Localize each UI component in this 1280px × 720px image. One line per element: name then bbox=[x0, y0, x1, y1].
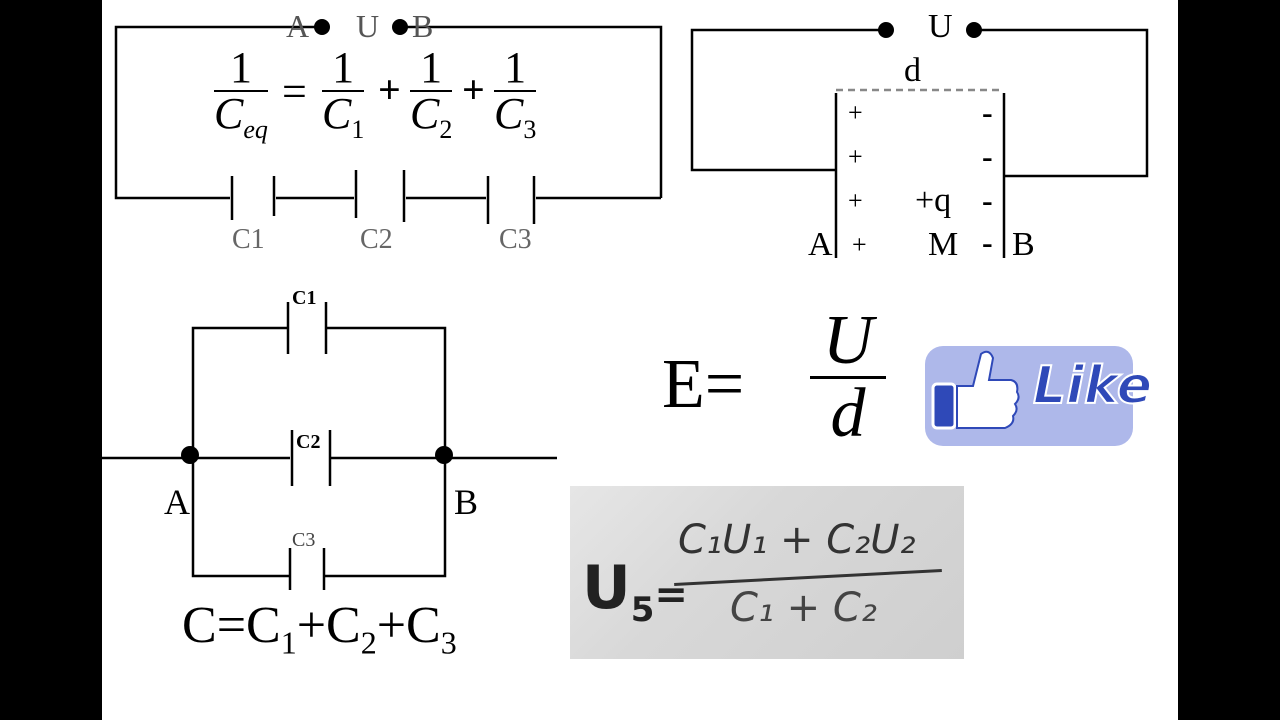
fraction-bar bbox=[322, 90, 365, 92]
field-formula-den: d bbox=[830, 375, 866, 452]
field-formula-num: U bbox=[822, 302, 874, 379]
plate-minus-3: - bbox=[982, 182, 993, 218]
formula-term-2-den: C bbox=[410, 89, 440, 138]
formula-eq-denominator: C bbox=[214, 89, 244, 138]
handwritten-equals: = bbox=[654, 572, 688, 618]
plate-terminal-a: A bbox=[808, 226, 833, 263]
series-circuit-wires bbox=[114, 25, 663, 224]
terminal-dot-a bbox=[314, 19, 330, 35]
parallel-terminal-b: B bbox=[454, 482, 479, 522]
parallel-cap-label-2: C2 bbox=[296, 431, 321, 453]
handwritten-formula-photo: U5= C₁U₁ + C₂U₂ C₁ + C₂ bbox=[570, 486, 964, 659]
fraction-bar bbox=[214, 90, 268, 92]
handwritten-denominator: C₁ + C₂ bbox=[730, 585, 877, 631]
series-cap-label-2: C2 bbox=[360, 224, 393, 255]
fraction-bar bbox=[494, 90, 537, 92]
plate-terminal-dot-right bbox=[966, 22, 982, 38]
formula-eq-subscript: eq bbox=[243, 114, 268, 144]
series-terminal-b: B bbox=[412, 8, 434, 44]
formula-term-2: 1 C2 bbox=[410, 43, 453, 144]
formula-plus: + bbox=[296, 597, 327, 654]
series-terminal-u: U bbox=[356, 8, 380, 44]
formula-plus-2: + bbox=[462, 67, 485, 112]
parallel-cap-label-1: C1 bbox=[292, 287, 317, 309]
parallel-circuit-wires bbox=[102, 302, 557, 590]
plate-plus-4: + bbox=[852, 230, 867, 259]
fraction-bar bbox=[810, 376, 886, 379]
formula-plus: + bbox=[376, 597, 407, 654]
parallel-formula: C=C1+C2+C3 bbox=[182, 597, 457, 661]
formula-c: C bbox=[326, 597, 361, 654]
plate-plus-3: + bbox=[848, 186, 863, 215]
plate-terminal-dot-left bbox=[878, 22, 894, 38]
formula-term-1-den: C bbox=[322, 89, 352, 138]
plate-plus-1: + bbox=[848, 98, 863, 127]
field-formula-fraction: U d bbox=[810, 306, 886, 449]
formula-term-2-num: 1 bbox=[420, 43, 443, 92]
plate-voltage-label: U bbox=[928, 8, 953, 45]
fraction-bar bbox=[410, 90, 453, 92]
parallel-cap-label-3: C3 bbox=[292, 529, 316, 551]
slide: A U B C1 C2 C3 1 Ceq = 1 C1 + 1 C2 + 1 C… bbox=[102, 0, 1178, 720]
plate-mid-label: M bbox=[928, 226, 959, 263]
handwritten-numerator: C₁U₁ + C₂U₂ bbox=[678, 517, 916, 563]
handwritten-u: U bbox=[582, 553, 631, 623]
formula-term-3-num: 1 bbox=[504, 43, 527, 92]
series-terminal-a: A bbox=[286, 8, 310, 44]
formula-plus-1: + bbox=[378, 67, 401, 112]
formula-eq-numerator: 1 bbox=[229, 43, 252, 92]
field-formula-lhs: E= bbox=[662, 346, 745, 423]
formula-c: C bbox=[406, 597, 441, 654]
plate-plus-2: + bbox=[848, 142, 863, 171]
handwritten-fraction-bar bbox=[674, 568, 942, 587]
formula-eq-fraction: 1 Ceq bbox=[214, 46, 268, 143]
plate-terminal-b: B bbox=[1012, 226, 1035, 263]
plate-minus-1: - bbox=[982, 94, 993, 130]
plate-charge-label: +q bbox=[915, 182, 952, 219]
formula-c: C bbox=[182, 597, 217, 654]
plate-minus-2: - bbox=[982, 138, 993, 174]
node-dot-a bbox=[181, 446, 199, 464]
formula-term-3: 1 C3 bbox=[494, 43, 537, 144]
formula-term-1-num: 1 bbox=[332, 43, 355, 92]
circuit-wires bbox=[102, 19, 1149, 590]
formula-term-1: 1 C1 bbox=[322, 43, 365, 144]
series-cap-label-3: C3 bbox=[499, 224, 532, 255]
terminal-dot-b bbox=[392, 19, 408, 35]
formula-term-1-sub: 1 bbox=[351, 114, 365, 144]
handwritten-lhs: U5= bbox=[582, 558, 688, 627]
formula-sub-2: 2 bbox=[360, 624, 377, 661]
plate-distance-label: d bbox=[904, 52, 921, 89]
node-dot-b bbox=[435, 446, 453, 464]
plate-capacitor-wires bbox=[690, 28, 1149, 258]
thumbs-up-icon bbox=[931, 350, 1020, 430]
parallel-terminal-a: A bbox=[164, 482, 190, 522]
formula-sub-3: 3 bbox=[440, 624, 457, 661]
formula-term-2-sub: 2 bbox=[439, 114, 453, 144]
formula-term-3-sub: 3 bbox=[523, 114, 537, 144]
formula-term-3-den: C bbox=[494, 89, 524, 138]
plate-minus-4: - bbox=[982, 224, 993, 260]
formula-equals: = bbox=[282, 67, 307, 116]
formula-equals: = bbox=[216, 597, 247, 654]
like-badge[interactable]: Like bbox=[925, 346, 1153, 446]
like-label: Like bbox=[1032, 356, 1153, 416]
handwritten-sub: 5 bbox=[630, 590, 655, 630]
series-cap-label-1: C1 bbox=[232, 224, 265, 255]
formula-c: C bbox=[246, 597, 281, 654]
formula-sub-1: 1 bbox=[280, 624, 297, 661]
